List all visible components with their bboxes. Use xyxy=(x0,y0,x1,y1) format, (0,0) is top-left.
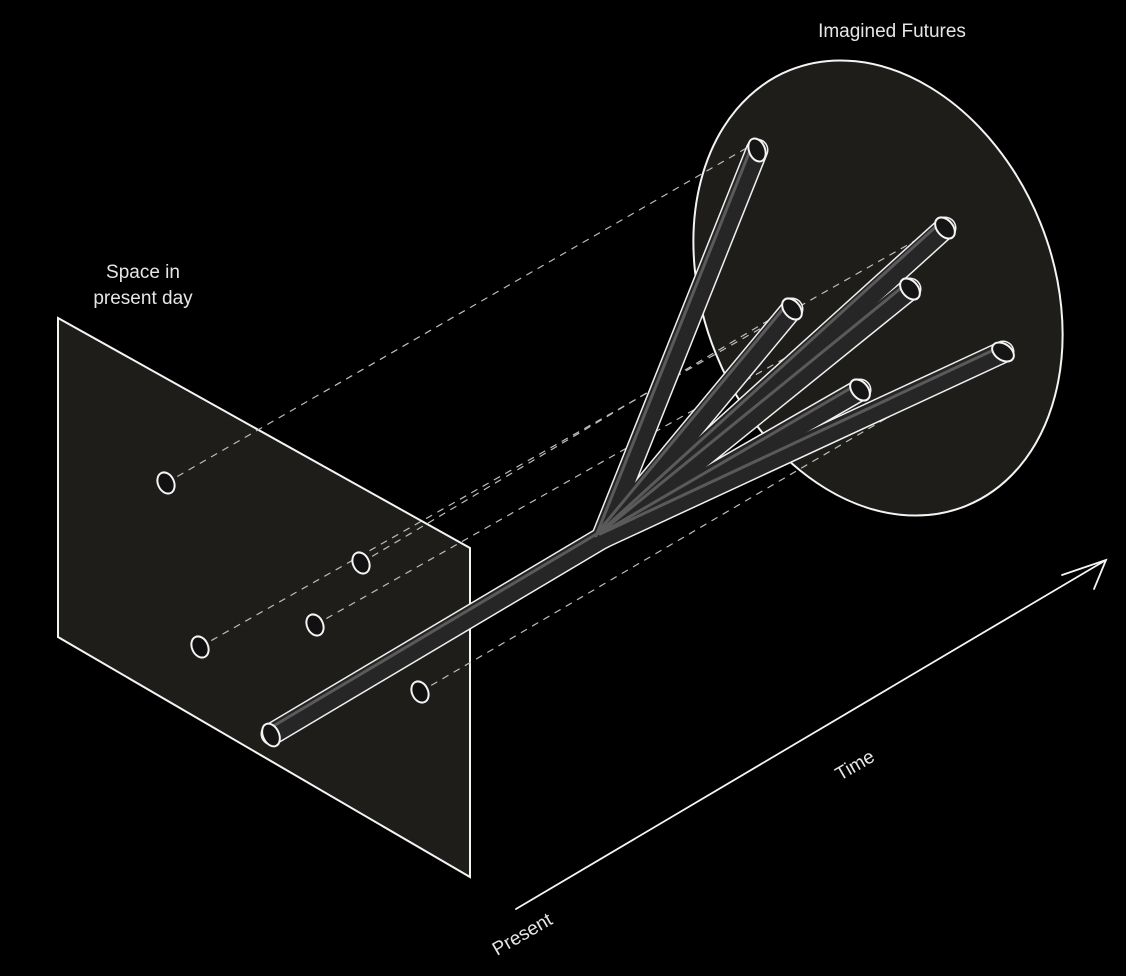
tube-caps xyxy=(261,137,1015,748)
space-present-day-label-line1: Space in xyxy=(106,262,180,283)
plane-hole xyxy=(156,471,176,495)
tube-cap xyxy=(747,137,767,163)
arrow-head-icon xyxy=(1061,558,1108,590)
trunk-tube xyxy=(262,528,612,744)
projection-line xyxy=(360,303,797,564)
trunk-cap xyxy=(261,722,281,748)
time-axis-label: Time xyxy=(832,746,878,785)
plane-hole xyxy=(305,613,325,637)
tube-cap xyxy=(781,297,803,321)
imagined-futures-label: Imagined Futures xyxy=(818,21,966,42)
projection-line xyxy=(165,141,758,484)
branching-tubes xyxy=(260,138,1015,746)
plane-hole xyxy=(351,551,371,575)
branch-tube xyxy=(592,140,767,548)
branch-tube xyxy=(592,342,1013,548)
branch-tube xyxy=(592,279,920,548)
tube-cap xyxy=(899,277,921,301)
plane-hole xyxy=(410,680,430,704)
present-plane xyxy=(57,316,471,879)
present-axis-label: Present xyxy=(489,909,557,960)
time-axis-arrow xyxy=(515,558,1108,910)
plane-hole xyxy=(190,635,210,659)
plane-holes xyxy=(156,471,430,704)
space-present-day-label-line2: present day xyxy=(93,288,193,309)
tube-cap xyxy=(849,378,871,402)
tube-cap xyxy=(934,216,956,240)
projection-line xyxy=(199,221,949,648)
projection-line xyxy=(419,347,1007,693)
tube-cap xyxy=(991,341,1015,363)
